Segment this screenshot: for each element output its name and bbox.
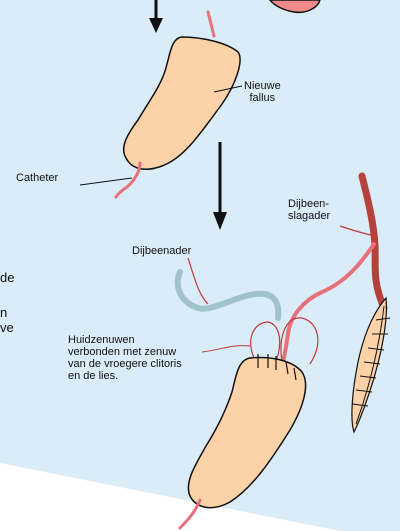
vein-label: Dijbeenader bbox=[132, 245, 191, 257]
nerves-label-line3: van de vroegere clitoris bbox=[68, 358, 182, 370]
artery-label-line1: Dijbeen- bbox=[288, 198, 330, 210]
nerves-label: Huidzenuwen verbonden met zenuw van de v… bbox=[68, 334, 182, 382]
left-text-fragment-2: n bbox=[0, 305, 7, 320]
catheter-label: Catheter bbox=[16, 172, 58, 184]
nerves-label-line4: en de lies. bbox=[68, 370, 182, 382]
nerves-label-line1: Huidzenuwen bbox=[68, 334, 182, 346]
neophallus-label-line1: Nieuwe bbox=[244, 80, 281, 92]
nerves-label-line2: verbonden met zenuw bbox=[68, 346, 182, 358]
neophallus-label-line2: fallus bbox=[244, 92, 281, 104]
left-text-fragment-1: de bbox=[0, 270, 14, 285]
neophallus-label: Nieuwe fallus bbox=[244, 80, 281, 104]
left-text-fragment-3: ve bbox=[0, 320, 14, 335]
artery-label-line2: slagader bbox=[288, 210, 330, 222]
artery-label: Dijbeen- slagader bbox=[288, 198, 330, 222]
